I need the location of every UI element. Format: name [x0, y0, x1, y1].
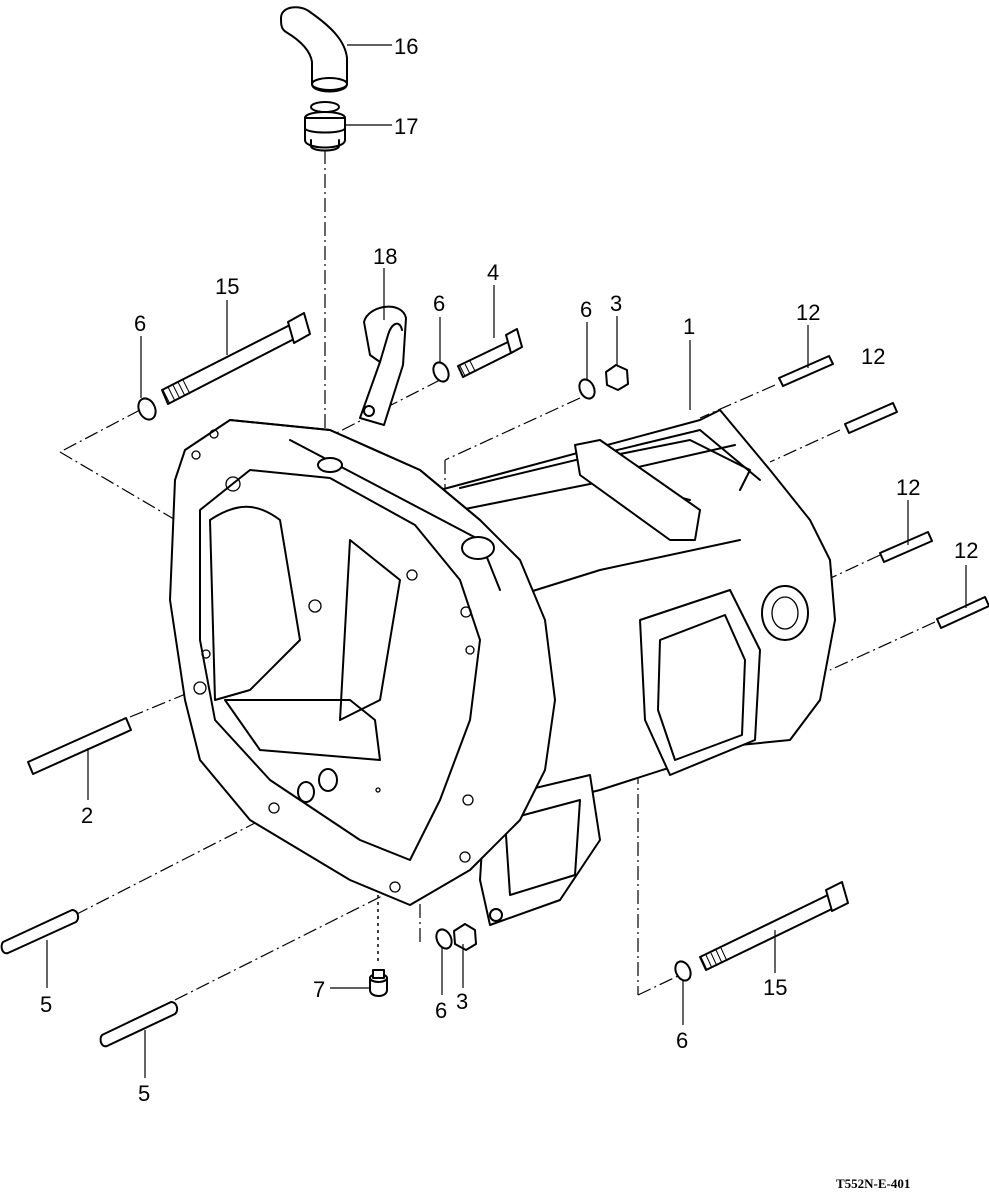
stud-2 — [844, 402, 898, 434]
drain-plug — [369, 969, 388, 997]
callout-2: 2 — [81, 803, 93, 828]
callout-4: 4 — [487, 260, 499, 285]
callout-18: 18 — [373, 244, 397, 269]
washer-lower-right — [674, 960, 692, 982]
callout-6-lower-right: 6 — [676, 1028, 688, 1053]
callout-15-lower: 15 — [763, 975, 787, 1000]
flange-hole — [225, 476, 241, 492]
callout-12-d: 12 — [954, 538, 978, 563]
callout-6-upper-left: 6 — [134, 311, 146, 336]
callout-5-lower: 5 — [138, 1081, 150, 1106]
callout-17: 17 — [394, 114, 418, 139]
document-id: T552N-E-401 — [836, 1176, 910, 1191]
leader-lines — [46, 44, 967, 1078]
callout-1: 1 — [683, 314, 695, 339]
callout-6-lower-mid: 6 — [435, 998, 447, 1023]
dowel-pin-lower — [99, 1001, 179, 1048]
callout-12-b: 12 — [861, 344, 885, 369]
washer-upper-mid — [432, 361, 450, 383]
breather-hose — [280, 6, 348, 93]
harness-clip — [359, 305, 407, 426]
callout-12-c: 12 — [896, 475, 920, 500]
transmission-case — [169, 409, 836, 926]
long-stud — [27, 717, 132, 775]
washer-upper-right — [578, 378, 596, 400]
callout-6-upper-right: 6 — [580, 297, 592, 322]
callout-6-upper-mid: 6 — [433, 291, 445, 316]
callout-3-lower: 3 — [456, 989, 468, 1014]
stud-1 — [778, 355, 834, 387]
washer-upper-left — [137, 397, 157, 421]
long-bolt-lower — [699, 881, 849, 971]
nut-lower — [453, 923, 477, 951]
dowel-pin-upper — [0, 909, 80, 955]
long-bolt-upper — [161, 312, 311, 405]
callout-16: 16 — [394, 34, 418, 59]
callout-7: 7 — [313, 977, 325, 1002]
callout-12-a: 12 — [796, 300, 820, 325]
callout-5-upper: 5 — [40, 992, 52, 1017]
callout-3-upper: 3 — [610, 291, 622, 316]
breather-grommet — [304, 101, 346, 152]
bolt-small — [457, 328, 523, 378]
callout-15-upper: 15 — [215, 274, 239, 299]
stud-4 — [936, 596, 989, 629]
nut-upper — [605, 364, 629, 391]
washer-lower-mid — [435, 928, 453, 950]
stud-3 — [879, 531, 933, 563]
